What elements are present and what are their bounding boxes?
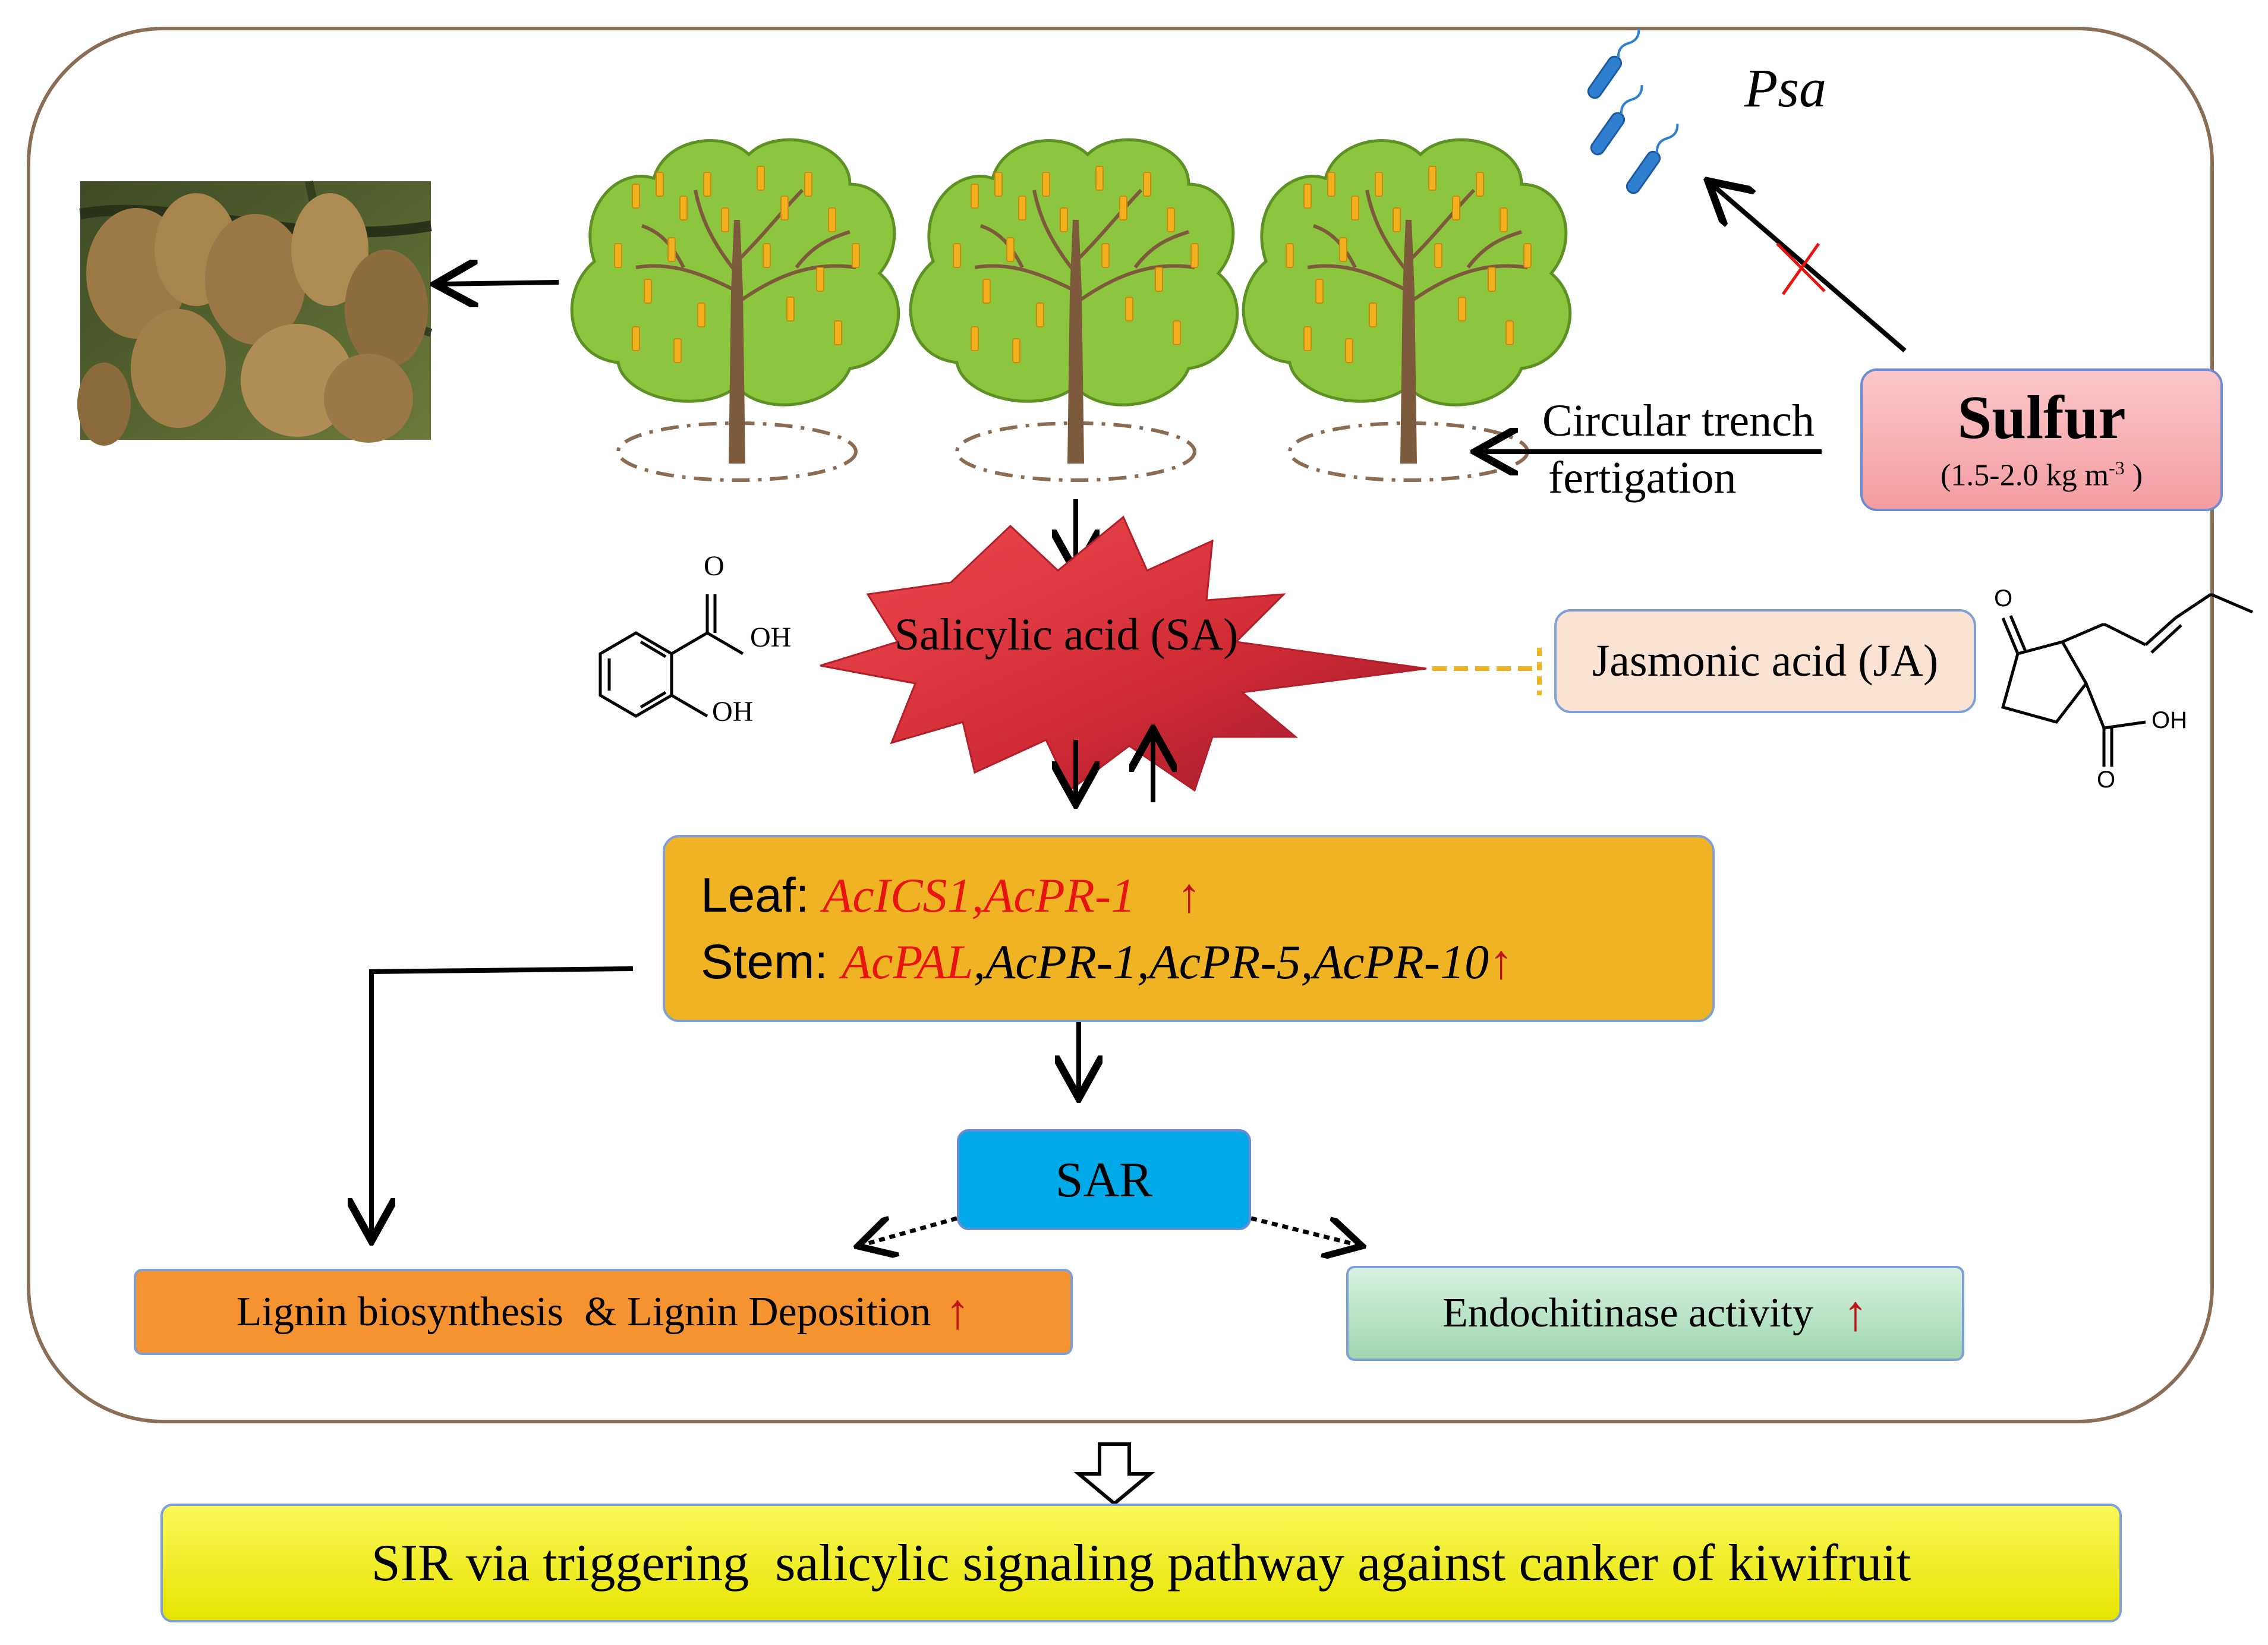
sar-box: SAR (957, 1129, 1251, 1230)
kiwi-tree-3 (1243, 140, 1570, 480)
arrow-sar-to-lignin (862, 1218, 957, 1245)
ja-structure-oh: OH (2152, 707, 2187, 733)
stem-gene-pal: AcPAL (841, 934, 974, 989)
kiwi-tree-2 (911, 140, 1237, 480)
sar-label: SAR (1055, 1152, 1153, 1208)
lignin-box: Lignin biosynthesis & Lignin Deposition … (134, 1269, 1073, 1355)
leaf-up-arrow: ↑ (1177, 868, 1202, 922)
stem-prefix: Stem: (701, 934, 842, 989)
conclusion-box: SIR via triggering salicylic signaling p… (160, 1504, 2122, 1622)
psa-bacteria-icon (1587, 28, 1679, 194)
gene-expression-box: Leaf: AcICS1,AcPR-1 ↑ Stem: AcPAL,AcPR-1,… (663, 835, 1715, 1022)
lignin-label: Lignin biosynthesis & Lignin Deposition (236, 1288, 931, 1335)
stem-genes-row: Stem: AcPAL,AcPR-1,AcPR-5,AcPR-10↑ (701, 929, 1513, 995)
application-method: Circular trench fertigation (1542, 392, 1815, 506)
application-line-2: fertigation (1548, 453, 1737, 503)
arrow-to-fruit (440, 282, 559, 284)
sulfur-title: Sulfur (1957, 383, 2126, 452)
leaf-prefix: Leaf: (701, 868, 823, 922)
endochitinase-box: Endochitinase activity ↑ (1346, 1266, 1964, 1361)
sa-structure-o: O (704, 550, 724, 582)
leaf-genes-row: Leaf: AcICS1,AcPR-1 ↑ (701, 862, 1201, 929)
sulfur-dose-exponent: -3 (2109, 456, 2125, 478)
endochitinase-label: Endochitinase activity (1442, 1290, 1813, 1336)
sa-label: Salicylic acid (SA) (894, 610, 1239, 660)
sa-structure-oh2: OH (712, 696, 754, 727)
conclusion-label: SIR via triggering salicylic signaling p… (371, 1534, 1911, 1592)
kiwifruit-photo (77, 180, 433, 446)
lignin-up-arrow: ↑ (945, 1284, 971, 1340)
jasmonic-acid-structure (2001, 593, 2253, 767)
leaf-genes: AcICS1,AcPR-1 (823, 868, 1136, 922)
sulfur-dose-end: ) (2124, 458, 2143, 493)
sulfur-dose: (1.5-2.0 kg m-3 ) (1941, 457, 2143, 493)
application-line-1: Circular trench (1542, 396, 1815, 446)
ja-structure-o1: O (1994, 585, 2013, 612)
sa-structure-oh1: OH (750, 622, 792, 653)
stem-genes: ,AcPR-1,AcPR-5,AcPR-10 (973, 934, 1489, 989)
kiwi-tree-1 (572, 140, 898, 480)
psa-label: Psa (1744, 58, 1826, 118)
arrow-genes-to-lignin (371, 966, 634, 1236)
sulfur-dose-text: (1.5-2.0 kg m (1940, 458, 2109, 493)
ja-box: Jasmonic acid (JA) (1554, 609, 1976, 713)
sulfur-box: Sulfur (1.5-2.0 kg m-3 ) (1860, 368, 2223, 511)
endochitinase-up-arrow: ↑ (1842, 1285, 1868, 1341)
arrow-sulfur-to-psa (1712, 184, 1907, 353)
conclusion-arrow-icon (1073, 1442, 1155, 1506)
ja-structure-o2: O (2097, 767, 2116, 793)
salicylic-acid-structure (598, 594, 744, 718)
sa-star-shape (820, 515, 1427, 792)
stem-up-arrow: ↑ (1489, 934, 1514, 989)
arrow-sar-to-endochitinase (1250, 1216, 1358, 1245)
diagram-frame (27, 27, 2214, 1423)
inhibition-cross-icon (1776, 242, 1826, 295)
ja-label: Jasmonic acid (JA) (1592, 636, 1939, 686)
